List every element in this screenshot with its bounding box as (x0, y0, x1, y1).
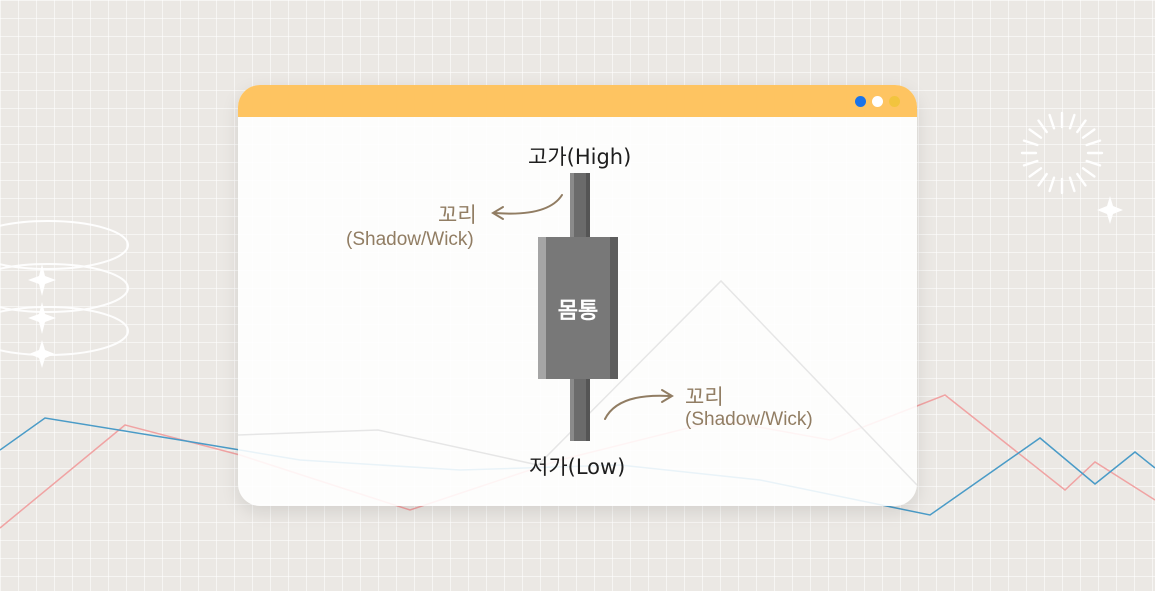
blue-dot-icon (855, 96, 866, 107)
upper-wick-sublabel: (Shadow/Wick) (346, 229, 474, 250)
upper-arrow (491, 194, 563, 220)
body-label: 몸통 (557, 299, 599, 324)
sunburst-ray (1068, 176, 1076, 193)
lower-wick (570, 379, 590, 441)
yellow-dot-icon (889, 96, 900, 107)
sunburst-ray (1076, 119, 1087, 134)
sunburst-ray (1085, 159, 1102, 167)
sunburst-ray (1076, 172, 1087, 187)
upper-wick-label: 꼬리 (438, 203, 477, 227)
sunburst-ray (1068, 113, 1076, 130)
left-sparkles (28, 264, 56, 368)
candlestick-diagram (238, 173, 917, 486)
candle-body (538, 237, 618, 379)
sunburst-ray (1022, 139, 1039, 147)
title-bar (238, 85, 917, 117)
sunburst-ray (1028, 128, 1043, 139)
sunburst-ray (1048, 113, 1056, 130)
sparkle-icon (28, 302, 56, 334)
sunburst-ray (1028, 167, 1043, 178)
lower-wick-sublabel: (Shadow/Wick) (685, 409, 813, 430)
sunburst-ray (1037, 172, 1048, 187)
sparkle-icon (28, 264, 56, 296)
sparkle-icon (1097, 196, 1123, 224)
sunburst-ray (1081, 128, 1096, 139)
sunburst-ray (1048, 176, 1056, 193)
faint-mountain-line (238, 279, 917, 486)
sunburst-ray (1085, 139, 1102, 147)
white-dot-icon (872, 96, 883, 107)
sunburst-ray (1022, 159, 1039, 167)
lower-arrow (604, 389, 674, 420)
diagram-window: 고가(High) 꼬리 (Shadow/Wick) 몸통 꼬리 (Shadow/… (238, 85, 917, 506)
low-label: 저가(Low) (529, 455, 626, 479)
upper-wick (570, 173, 590, 237)
left-rings-decoration (0, 220, 129, 356)
lower-wick-label: 꼬리 (685, 385, 724, 409)
sunburst-ray (1037, 119, 1048, 134)
sunburst-decoration (1020, 111, 1104, 195)
sunburst-ray (1081, 167, 1096, 178)
sparkle-icon (29, 340, 55, 368)
high-label: 고가(High) (528, 145, 632, 169)
